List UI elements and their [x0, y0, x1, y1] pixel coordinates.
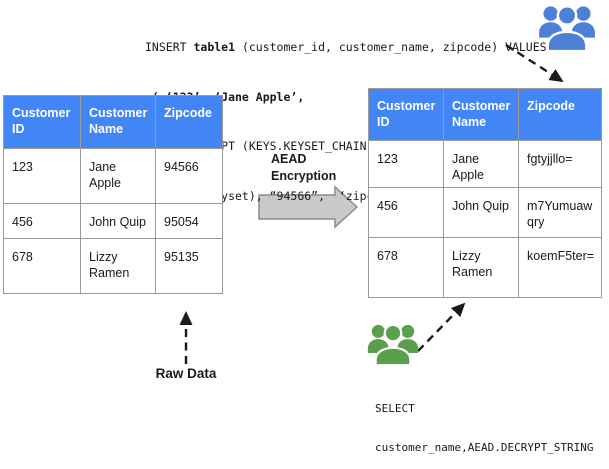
cell-zipcode-encrypted: koemF5ter=: [518, 237, 602, 298]
dashed-arrow-select-to-table: [417, 302, 466, 352]
cell-zipcode: 95135: [155, 238, 223, 294]
table-row: 678 Lizzy Ramen 95135: [3, 238, 223, 294]
cell-customer-name: Lizzy Ramen: [443, 237, 519, 298]
cell-customer-name: Jane Apple: [443, 140, 519, 188]
cell-customer-name: John Quip: [80, 203, 156, 239]
table-row: 123 Jane Apple fgtyjjllo=: [368, 140, 602, 188]
cell-customer-id: 678: [368, 237, 444, 298]
cell-customer-id: 456: [3, 203, 81, 239]
header-cell-customer-name: Customer Name: [443, 88, 519, 141]
cell-customer-name: John Quip: [443, 187, 519, 238]
cell-zipcode-encrypted: m7Yumuawqry: [518, 187, 602, 238]
table-row: 123 Jane Apple 94566: [3, 148, 223, 204]
table-row: 678 Lizzy Ramen koemF5ter=: [368, 237, 602, 298]
header-cell-zipcode: Zipcode: [155, 95, 223, 149]
cell-zipcode-encrypted: fgtyjjllo=: [518, 140, 602, 188]
cell-customer-id: 678: [3, 238, 81, 294]
table-row: 456 John Quip 95054: [3, 203, 223, 239]
header-cell-customer-name: Customer Name: [80, 95, 156, 149]
raw-data-table: Customer ID Customer Name Zipcode 123 Ja…: [3, 95, 223, 294]
cell-customer-id: 123: [368, 140, 444, 188]
users-group-icon: [367, 320, 419, 367]
cell-customer-id: 123: [3, 148, 81, 204]
select-query-line-2: customer_name,AEAD.DECRYPT_STRING: [375, 441, 594, 455]
raw-data-label: Raw Data: [155, 366, 217, 381]
table-header-row: Customer ID Customer Name Zipcode: [368, 88, 602, 141]
cell-zipcode: 94566: [155, 148, 223, 204]
select-query-line-1: SELECT: [375, 401, 415, 415]
select-query-code: SELECT customer_name,AEAD.DECRYPT_STRING…: [375, 375, 594, 469]
users-group-icon: [538, 2, 596, 52]
header-cell-customer-id: Customer ID: [368, 88, 444, 141]
insert-query-line-1: INSERT table1 (customer_id, customer_nam…: [145, 40, 547, 54]
cell-customer-id: 456: [368, 187, 444, 238]
cell-zipcode: 95054: [155, 203, 223, 239]
encrypted-data-table: Customer ID Customer Name Zipcode 123 Ja…: [368, 88, 602, 298]
cell-customer-name: Jane Apple: [80, 148, 156, 204]
cell-customer-name: Lizzy Ramen: [80, 238, 156, 294]
header-cell-customer-id: Customer ID: [3, 95, 81, 149]
header-cell-zipcode: Zipcode: [518, 88, 602, 141]
aead-encryption-label: AEAD Encryption: [271, 152, 337, 183]
table-header-row: Customer ID Customer Name Zipcode: [3, 95, 223, 149]
table-row: 456 John Quip m7Yumuawqry: [368, 187, 602, 238]
